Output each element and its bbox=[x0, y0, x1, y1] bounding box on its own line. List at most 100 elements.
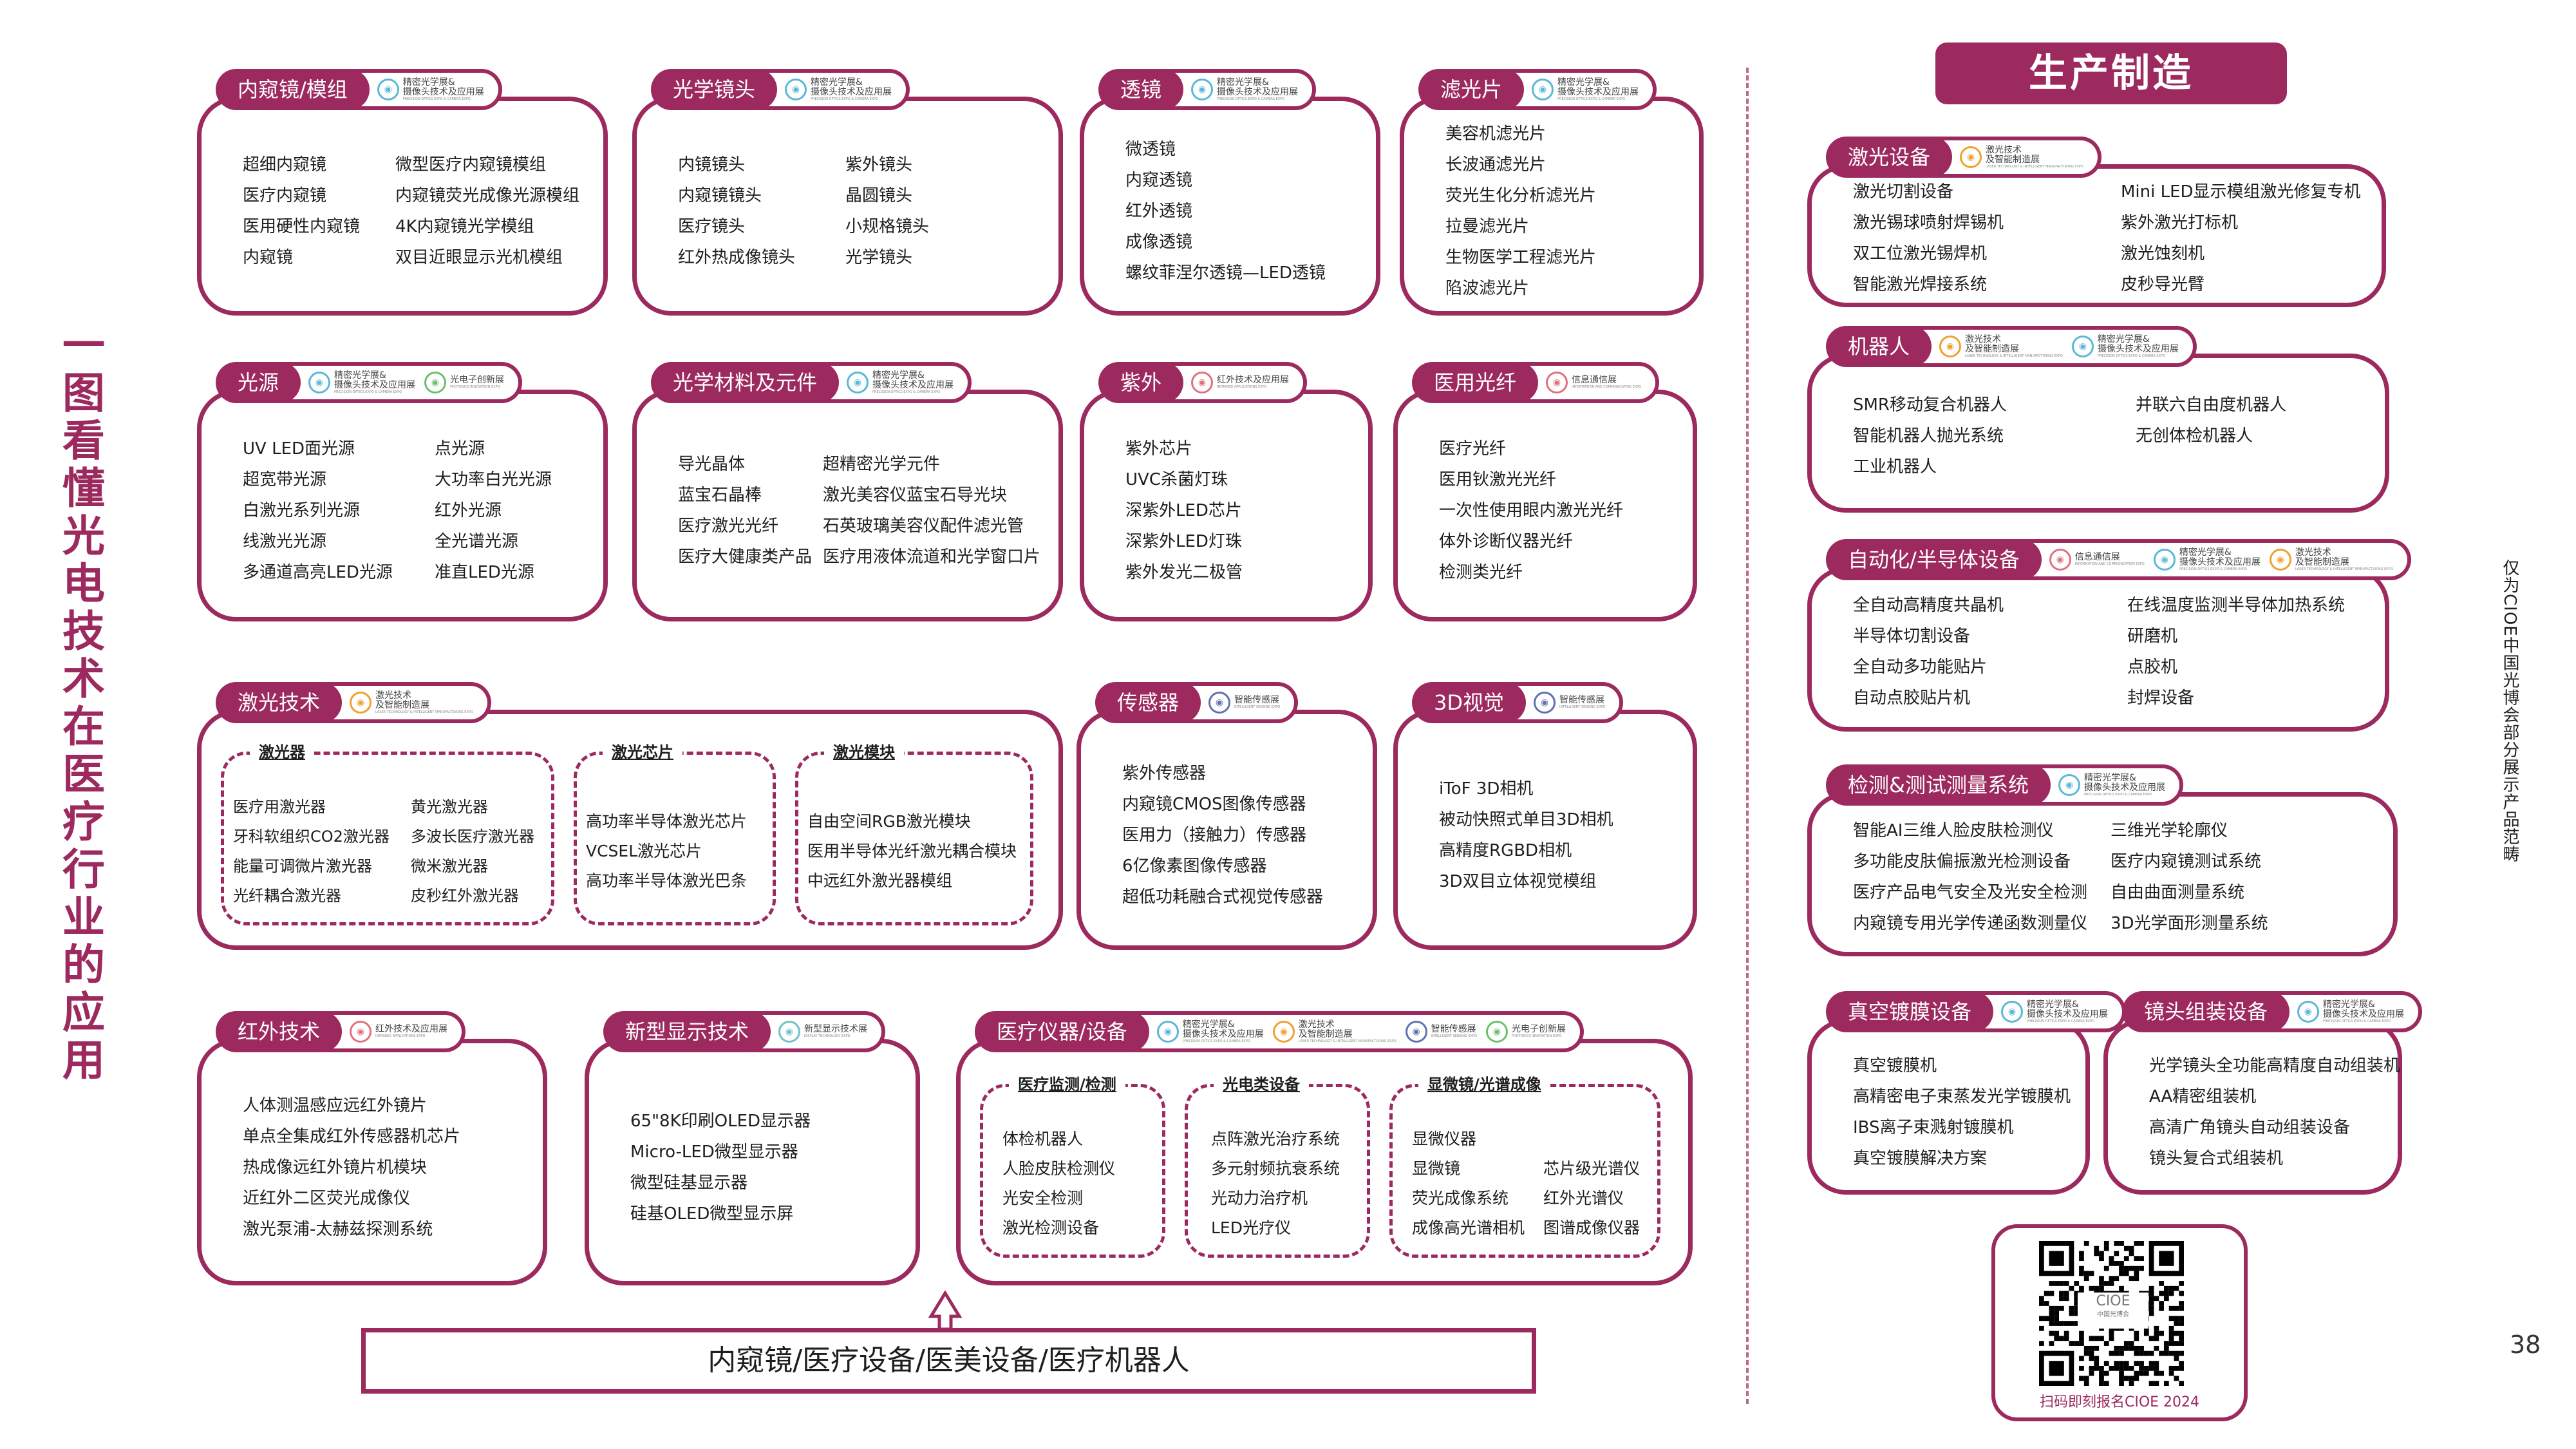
item-column: 体检机器人人脸皮肤检测仪光安全检测激光检测设备 bbox=[1002, 1124, 1115, 1243]
list-item: 深紫外LED芯片 bbox=[1125, 501, 1242, 520]
list-item: 内镜镜头 bbox=[678, 155, 746, 175]
list-item: 大功率白光光源 bbox=[435, 470, 552, 489]
qr-code[interactable] bbox=[2039, 1241, 2184, 1386]
list-item: 全自动高精度共晶机 bbox=[1853, 596, 2004, 615]
list-item: 研磨机 bbox=[2127, 627, 2178, 646]
list-item: 微型硅基显示器 bbox=[630, 1173, 748, 1193]
list-item: 光学镜头全功能高精度自动组装机 bbox=[2149, 1056, 2401, 1075]
sub-group-title: 激光模块 bbox=[824, 740, 904, 764]
expo-english-name: PRECISION OPTICS EXPO & CAMERA EXPO bbox=[1557, 97, 1626, 101]
list-item: 自由空间RGB激光模块 bbox=[807, 811, 971, 831]
item-column: UV LED面光源超宽带光源白激光系列光源线激光光源多通道高亮LED光源 bbox=[243, 433, 435, 588]
expo-name-line: 摄像头技术及应用展 bbox=[402, 86, 484, 97]
expo-name-line: 信息通信展 bbox=[2074, 552, 2120, 562]
list-item: 多通道高亮LED光源 bbox=[243, 563, 393, 582]
list-item: 半导体切割设备 bbox=[1853, 627, 1971, 646]
category-title: 镜头组装设备 bbox=[2122, 991, 2290, 1032]
item-column: 微透镜内窥透镜红外透镜成像透镜螺纹菲涅尔透镜—LED透镜 bbox=[1125, 134, 1326, 289]
cioe-logo-subtext: 中国光博会 bbox=[2097, 1311, 2129, 1318]
expo-name-line: 摄像头技术及应用展 bbox=[1182, 1028, 1264, 1039]
item-columns: 人体测温感应远红外镜片单点全集成红外传感器机芯片热成像远红外镜片机模块近红外二区… bbox=[243, 1090, 460, 1245]
card-body: 全自动高精度共晶机半导体切割设备全自动多功能贴片自动点胶贴片机在线温度监测半导体… bbox=[1853, 585, 2372, 718]
list-item: 在线温度监测半导体加热系统 bbox=[2127, 596, 2346, 615]
list-item: 双工位激光锡焊机 bbox=[1853, 244, 1988, 263]
list-item: UVC杀菌灯珠 bbox=[1125, 470, 1228, 489]
card-body: 微透镜内窥透镜红外透镜成像透镜螺纹菲涅尔透镜—LED透镜 bbox=[1125, 120, 1363, 302]
display-expo-logo-icon: ◉ bbox=[778, 1021, 801, 1043]
list-item: 超低功耗融合式视觉传感器 bbox=[1122, 887, 1324, 907]
category-title: 传感器 bbox=[1095, 682, 1201, 723]
item-column: 美容机滤光片长波通滤光片荧光生化分析滤光片拉曼滤光片生物医学工程滤光片陷波滤光片 bbox=[1445, 118, 1596, 304]
expo-name-line: 摄像头技术及应用展 bbox=[2179, 556, 2261, 567]
category-title: 紫外 bbox=[1098, 362, 1184, 403]
item-column: 并联六自由度机器人无创体检机器人 bbox=[2136, 390, 2286, 451]
expo-english-name: PRECISION OPTICS EXPO & CAMERA EXPO bbox=[2179, 567, 2247, 571]
page-number: 38 bbox=[2510, 1331, 2541, 1359]
item-columns: UV LED面光源超宽带光源白激光系列光源线激光光源多通道高亮LED光源点光源大… bbox=[243, 433, 552, 588]
expo-name-line: 精密光学展& bbox=[811, 77, 863, 88]
qr-card[interactable]: CIOE 中国光博会 扫码即刻报名CIOE 2024 bbox=[1991, 1224, 2248, 1421]
list-item: 紫外芯片 bbox=[1125, 439, 1193, 459]
list-item: 医疗产品电气安全及光安全检测 bbox=[1853, 882, 2088, 902]
list-item: 双目近眼显示光机模组 bbox=[395, 248, 563, 267]
list-item: 微透镜 bbox=[1125, 140, 1176, 159]
sub-group-box: 激光模块自由空间RGB激光模块医用半导体光纤激光耦合模块中远红外激光器模组 bbox=[795, 740, 1033, 925]
precision-optics-expo-logo-icon: ◉ bbox=[2071, 336, 2094, 357]
list-item: 真空镀膜机 bbox=[1853, 1056, 1937, 1075]
list-item: SMR移动复合机器人 bbox=[1853, 395, 2007, 415]
list-item: 小规格镜头 bbox=[845, 217, 930, 236]
list-item: 陷波滤光片 bbox=[1445, 279, 1530, 298]
expo-english-name: PRECISION OPTICS EXPO & CAMERA EXPO bbox=[402, 97, 471, 101]
list-item: 医用半导体光纤激光耦合模块 bbox=[807, 841, 1017, 860]
expo-name-line: 精密光学展& bbox=[1557, 77, 1610, 88]
expo-name-line: 及智能制造展 bbox=[1298, 1028, 1353, 1039]
list-item: 光纤耦合激光器 bbox=[233, 886, 341, 905]
cioe-logo-text: CIOE bbox=[2096, 1293, 2130, 1309]
category-title: 光学镜头 bbox=[651, 69, 778, 110]
expo-english-name: LASER TECHNOLOGY & INTELLIGENT MANUFACTU… bbox=[2295, 567, 2393, 571]
list-item: 高精度RGBD相机 bbox=[1439, 840, 1572, 860]
expo-english-name: INFRARED APPLICATIONS EXPO bbox=[375, 1034, 426, 1038]
list-item: 医用力（接触力）传感器 bbox=[1122, 825, 1307, 845]
list-item: 红外透镜 bbox=[1125, 202, 1193, 221]
expo-english-name: PRECISION OPTICS EXPO & CAMERA EXPO bbox=[811, 97, 879, 101]
list-item: 医疗大健康类产品 bbox=[678, 547, 813, 567]
expo-name-line: 精密光学展& bbox=[2097, 334, 2150, 345]
list-item: 多功能皮肤偏振激光检测设备 bbox=[1853, 851, 2071, 871]
expo-name-line: 及智能制造展 bbox=[1986, 154, 2040, 165]
expo-name-line: 及智能制造展 bbox=[2295, 556, 2349, 567]
expo-name-line: 激光技术 bbox=[1986, 144, 2022, 155]
list-item: 人体测温感应远红外镜片 bbox=[243, 1095, 428, 1115]
list-item: 紫外发光二极管 bbox=[1125, 563, 1243, 582]
card-body: UV LED面光源超宽带光源白激光系列光源线激光光源多通道高亮LED光源点光源大… bbox=[243, 413, 590, 608]
list-item: 自动点胶贴片机 bbox=[1853, 688, 1971, 708]
expo-english-name: PRECISION OPTICS EXPO & CAMERA EXPO bbox=[1182, 1039, 1250, 1043]
item-columns: 体检机器人人脸皮肤检测仪光安全检测激光检测设备 bbox=[1002, 1124, 1115, 1243]
